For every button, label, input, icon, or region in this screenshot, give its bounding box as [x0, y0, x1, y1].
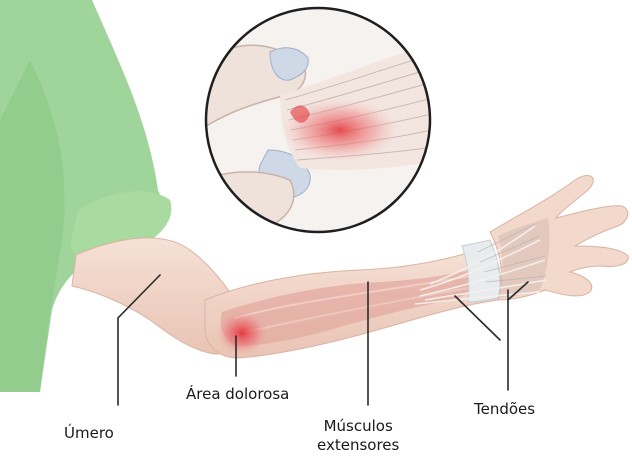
- label-tendoes: Tendões: [474, 400, 535, 419]
- label-musculos-line2: extensores: [317, 436, 399, 455]
- label-musculos-extensores: Músculos extensores: [317, 417, 399, 455]
- label-umero: Úmero: [64, 424, 114, 443]
- label-musculos-line1: Músculos: [317, 417, 399, 436]
- inset-zoom: [200, 0, 440, 240]
- label-area-dolorosa: Área dolorosa: [186, 385, 289, 404]
- painful-area: [216, 311, 268, 355]
